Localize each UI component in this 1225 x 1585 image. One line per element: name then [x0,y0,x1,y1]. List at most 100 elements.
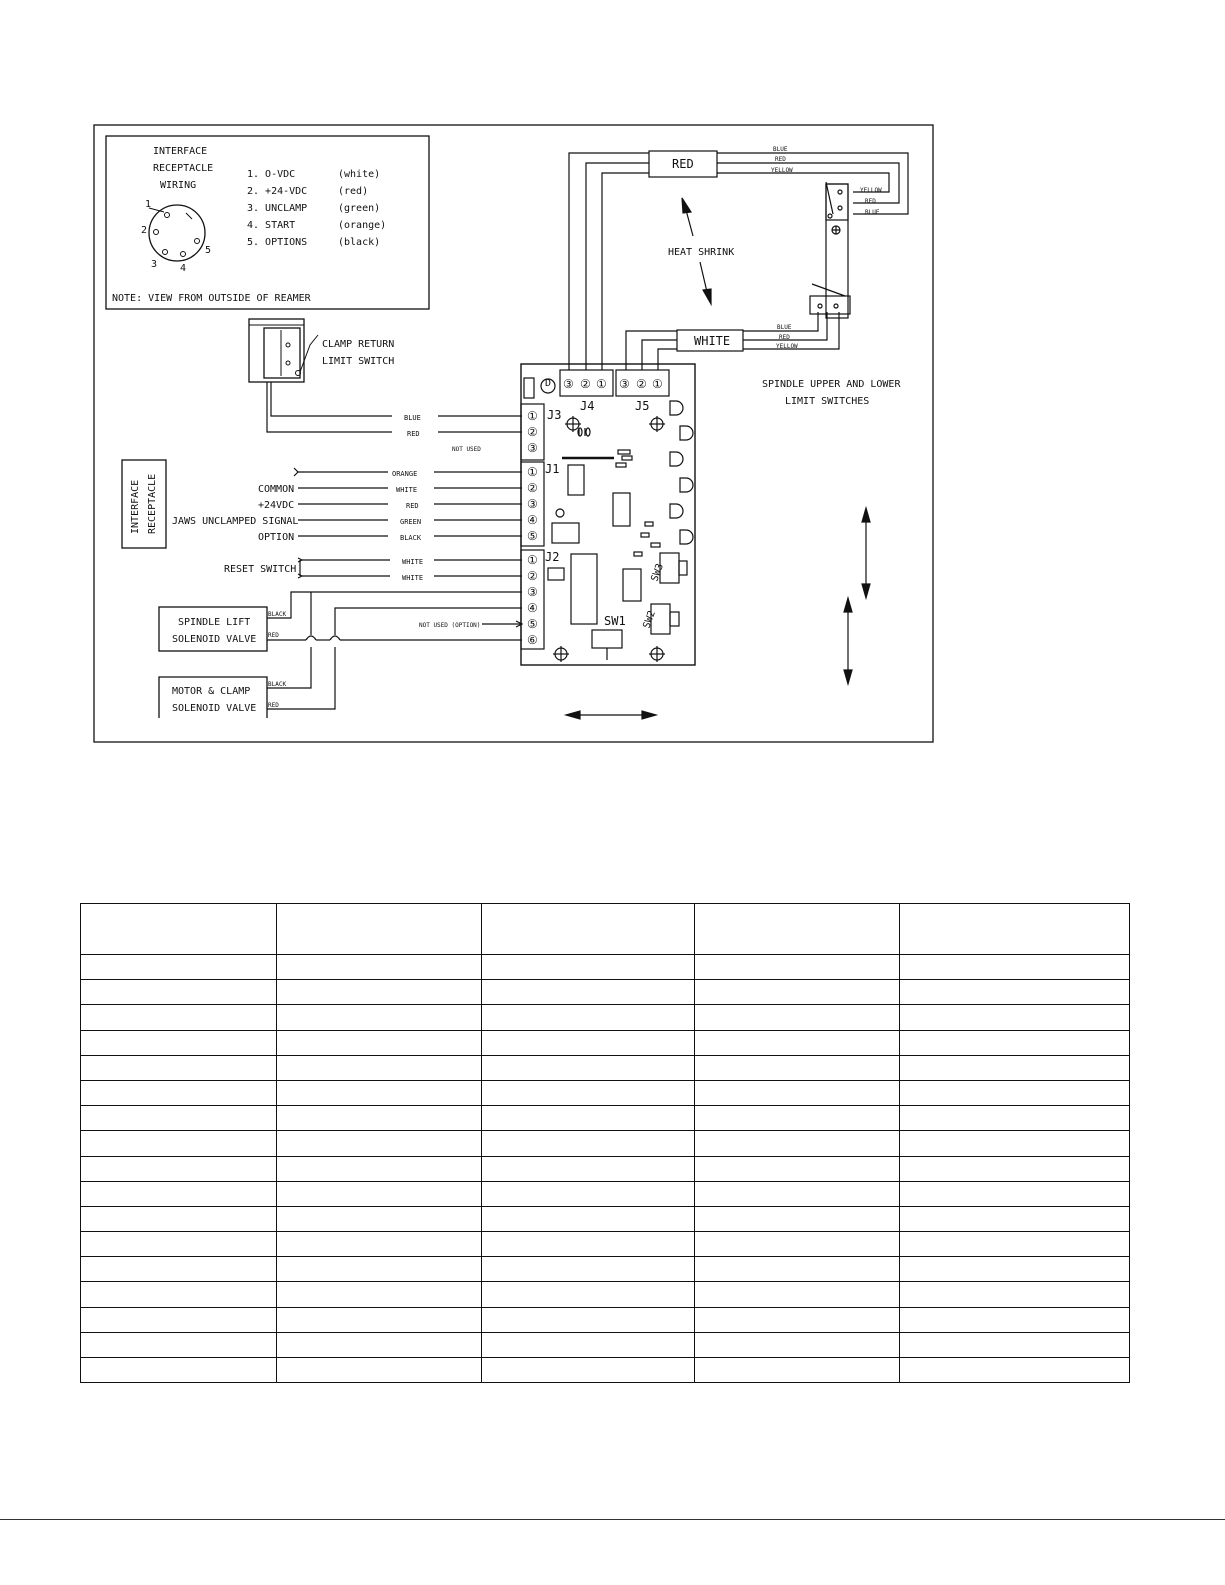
wire-j1-4: GREEN [400,518,421,526]
table-cell [80,1356,277,1384]
j3-pin-1: ① [527,409,538,423]
table-header-cell [899,903,1130,955]
table-cell [80,1205,277,1233]
table-cell [694,1004,900,1031]
legend-pin-3: 3. UNCLAMP [247,203,307,214]
table-cell [481,1331,695,1359]
table-header-cell [481,903,695,955]
table-header-cell [80,903,277,955]
legend-pin-5: 5. OPTIONS [247,237,307,248]
wire-j3-3: NOT USED [452,446,481,453]
table-cell [481,1130,695,1157]
table-cell [276,1231,482,1258]
label-d: D [545,378,551,389]
table-body [80,953,1130,1384]
table-cell [80,1130,277,1157]
table-header-row [80,903,1130,955]
table-cell [80,1029,277,1056]
table-cell [899,1155,1130,1182]
table-header-cell [694,903,900,955]
table-row [80,953,1130,981]
legend-title-3: WIRING [160,180,196,191]
wire-motor-red: RED [268,702,279,709]
table-cell [694,1155,900,1182]
interface-wiring-legend: INTERFACE RECEPTACLE WIRING 1. O-VDC (wh… [105,135,430,310]
legend-pin-1: 1. O-VDC [247,169,295,180]
reset-switch-label: RESET SWITCH [224,564,296,575]
harness-bottom-wire-3: YELLOW [776,343,798,350]
j5-pin-1: ① [652,377,663,391]
reset-switch-wires [297,557,522,579]
spindle-lift-solenoid: SPINDLE LIFT SOLENOID VALVE [158,606,268,652]
receptacle-label-1: INTERFACE [130,480,141,534]
wire-spindle-red: RED [268,632,279,639]
table-cell [899,979,1130,1006]
terminal-pins: ① ② ③ ① ② ③ ④ ⑤ ① ② ③ ④ ⑤ ⑥ ③ ② ① ③ ② ① [527,377,663,647]
spindle-switches-label-1: SPINDLE UPPER AND LOWER [762,379,901,390]
table-cell [899,1054,1130,1081]
table-cell [694,1306,900,1333]
upper-harness [568,150,909,370]
harness-top-wire-2: RED [775,156,786,163]
table-cell [276,1130,482,1157]
table-cell [694,1079,900,1107]
footer-rule [0,1519,1225,1520]
lower-harness [625,312,840,370]
table-cell [899,1356,1130,1384]
table-row [80,1256,1130,1283]
j2-pin-4: ④ [527,601,538,615]
j1-pin-3: ③ [527,497,538,511]
j1-pin-1: ① [527,465,538,479]
receptacle-face: 1 2 3 4 5 [141,199,211,274]
label-j2: J2 [545,550,559,564]
signal-24vdc: +24VDC [258,500,294,511]
pin-num-1: 1 [145,199,151,210]
legend-pin-4-color: (orange) [338,220,386,231]
legend-pin-4: 4. START [247,220,295,231]
table-cell [80,1105,277,1132]
j2-pin-2: ② [527,569,538,583]
table-row [80,1180,1130,1207]
table-cell [276,1331,482,1359]
pin-num-4: 4 [180,263,186,274]
harness-top-wire-3: YELLOW [771,167,793,174]
table-cell [694,1029,900,1056]
table-cell [899,1231,1130,1258]
j1-pin-2: ② [527,481,538,495]
table-cell [694,953,900,981]
table-row [80,1029,1130,1056]
table-cell [481,1205,695,1233]
j4-pin-1: ① [596,377,607,391]
table-row [80,1130,1130,1157]
table-cell [481,1180,695,1207]
wire-j1-2: WHITE [396,486,417,494]
table-cell [276,1356,482,1384]
table-cell [80,979,277,1006]
spindle-switches-label-2: LIMIT SWITCHES [785,396,869,407]
harness-top-wire-1: BLUE [773,146,788,153]
legend-pin-2-color: (red) [338,186,368,197]
table-cell [276,1029,482,1056]
table-cell [276,1180,482,1207]
label-j5: J5 [635,399,649,413]
table-cell [80,1231,277,1258]
spindle-lift-label-2: SOLENOID VALVE [172,634,256,645]
table-cell [694,1130,900,1157]
label-sw2: SW2 [641,609,658,630]
wire-j2-1: WHITE [402,558,423,566]
j1-pin-4: ④ [527,513,538,527]
table-cell [694,979,900,1006]
wire-j3-1: BLUE [404,414,421,422]
clamp-return-label-2: LIMIT SWITCH [322,356,394,367]
j2-pin-3: ③ [527,585,538,599]
table-cell [80,1256,277,1283]
table-cell [481,1281,695,1308]
harness-bottom-wire-2: RED [779,334,790,341]
legend-pin-3-color: (green) [338,203,380,214]
table-cell [276,1281,482,1308]
j1-pin-5: ⑤ [527,529,538,543]
clamp-return-label-1: CLAMP RETURN [322,339,394,350]
signal-common: COMMON [258,484,294,495]
motor-clamp-solenoid: MOTOR & CLAMP SOLENOID VALVE [158,676,268,718]
table-cell [276,953,482,981]
